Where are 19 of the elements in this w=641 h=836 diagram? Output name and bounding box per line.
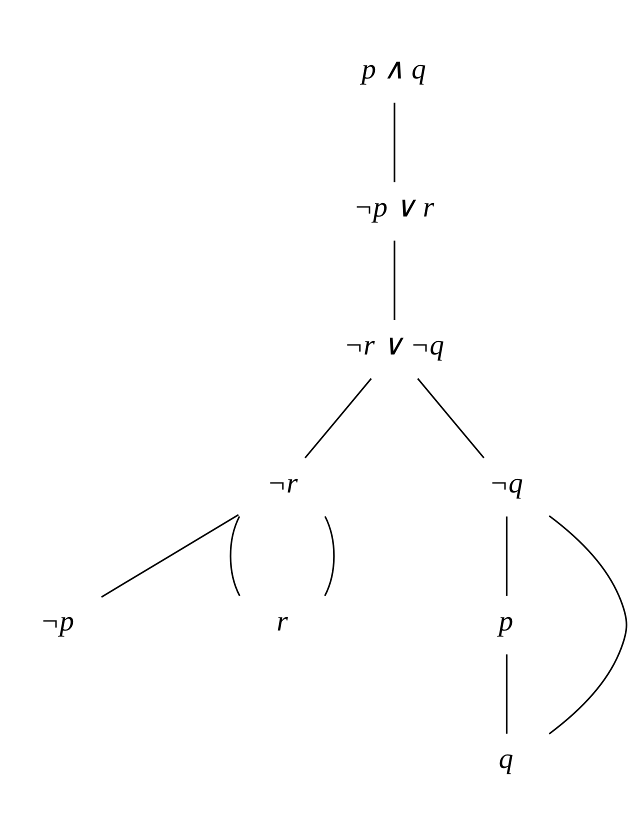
node-text: p ∧ q <box>362 54 426 86</box>
node-text: ¬r ∨ ¬q <box>344 330 444 362</box>
node-text: ¬r <box>267 467 298 500</box>
node-text: q <box>498 743 514 776</box>
node-text: p <box>498 605 514 638</box>
connector <box>548 515 628 734</box>
connector <box>394 102 396 182</box>
node-text: r <box>276 605 288 638</box>
node-text: ¬q <box>489 467 523 500</box>
connector <box>506 654 508 734</box>
node-text: ¬p <box>40 605 74 638</box>
connector <box>324 516 335 596</box>
connector <box>101 514 239 598</box>
connector <box>394 240 396 320</box>
connector <box>304 378 372 458</box>
connector <box>230 516 240 596</box>
connector <box>506 516 508 596</box>
node-text: ¬p ∨ r <box>354 192 434 224</box>
connector <box>417 378 484 458</box>
